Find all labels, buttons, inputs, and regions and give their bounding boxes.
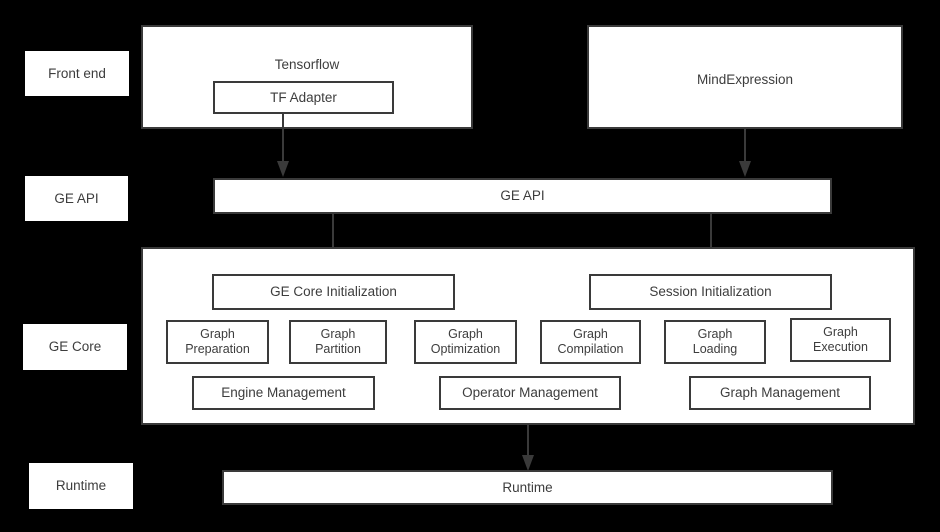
graph-management-box[interactable]: Graph Management	[689, 376, 871, 410]
graph-compilation-box[interactable]: Graph Compilation	[540, 320, 641, 364]
arrow-mindexpression-to-ge-api	[737, 129, 753, 179]
engine-management-box[interactable]: Engine Management	[192, 376, 375, 410]
tf-adapter-box[interactable]: TF Adapter	[213, 81, 394, 114]
arrow-tf-adapter-to-ge-api	[275, 113, 291, 179]
graph-partition-box[interactable]: Graph Partition	[289, 320, 387, 364]
graph-optimization-box[interactable]: Graph Optimization	[414, 320, 517, 364]
stage-label-ge-api: GE API	[25, 176, 128, 221]
session-initialization-box[interactable]: Session Initialization	[589, 274, 832, 310]
mindexpression-label: MindExpression	[696, 72, 794, 87]
ge-core-initialization-box[interactable]: GE Core Initialization	[212, 274, 455, 310]
stage-label-runtime: Runtime	[29, 463, 133, 509]
arrow-ge-core-to-runtime	[520, 425, 536, 473]
stage-label-front-end: Front end	[25, 51, 129, 96]
ge-api-bar[interactable]: GE API	[213, 178, 832, 214]
graph-preparation-box[interactable]: Graph Preparation	[166, 320, 269, 364]
operator-management-box[interactable]: Operator Management	[439, 376, 621, 410]
mindexpression-container[interactable]: MindExpression	[587, 25, 903, 129]
runtime-bar[interactable]: Runtime	[222, 470, 833, 505]
graph-loading-box[interactable]: Graph Loading	[664, 320, 766, 364]
tensorflow-label: Tensorflow	[274, 57, 340, 72]
graph-execution-box[interactable]: Graph Execution	[790, 318, 891, 362]
stage-label-ge-core: GE Core	[23, 324, 127, 370]
